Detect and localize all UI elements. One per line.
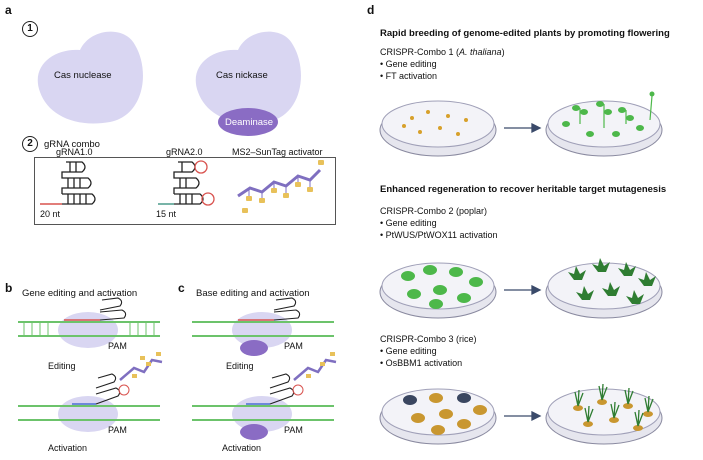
activation-label-c: Activation [222, 443, 262, 453]
combo3-title: CRISPR-Combo 3 (rice) [380, 334, 477, 344]
suntag-activator [237, 160, 324, 213]
combo3-item-2: • OsBBM1 activation [380, 358, 463, 368]
grna-combo-box [34, 157, 336, 225]
heading-rapid-breeding: Rapid breeding of genome-edited plants b… [380, 28, 670, 39]
deaminase-c-act [240, 424, 268, 440]
dish-3-before [379, 388, 497, 445]
grna1-structure [40, 161, 96, 205]
panel-label-c: c [178, 281, 185, 295]
combo2-title: CRISPR-Combo 2 (poplar) [380, 206, 488, 216]
panel-label-b: b [5, 281, 13, 295]
editing-diagram-b [18, 297, 160, 348]
activation-diagram-b [18, 352, 163, 432]
dish-1-after [545, 91, 663, 157]
activator-label: MS2–SunTag activator [232, 147, 323, 157]
dish-2-after [545, 258, 663, 319]
nt15-label: 15 nt [156, 209, 177, 219]
dish-1-before [379, 100, 497, 157]
combo2-item-2: • PtWUS/PtWOX11 activation [380, 230, 498, 240]
deaminase-label: Deaminase [225, 117, 274, 128]
grna-combo-label: gRNA combo [44, 139, 100, 150]
cas-nuclease-label: Cas nuclease [54, 70, 112, 81]
nt20-label: 20 nt [40, 209, 61, 219]
arrow-2 [504, 284, 542, 296]
heading-enhanced-regeneration: Enhanced regeneration to recover heritab… [380, 184, 667, 195]
grna2-structure [158, 160, 215, 206]
arrow-3 [504, 410, 542, 422]
dish-3-after [545, 383, 663, 445]
editing-label-c: Editing [226, 361, 254, 371]
activation-label-b: Activation [48, 443, 88, 453]
deaminase-c-edit [240, 340, 268, 356]
combo1-title: CRISPR-Combo 1 (A. thaliana) [380, 47, 505, 57]
step-2-badge: 2 [22, 136, 38, 152]
combo3-item-1: • Gene editing [380, 346, 437, 356]
step-1-badge: 1 [22, 21, 38, 37]
panel-c-title: Base editing and activation [196, 288, 310, 299]
combo2-item-1: • Gene editing [380, 218, 437, 228]
dish-2-before [379, 262, 497, 319]
cas-nickase-label: Cas nickase [216, 70, 268, 81]
activation-diagram-c [192, 352, 337, 440]
grna1-label: gRNA1.0 [56, 147, 93, 157]
cas-nuclease-shape [37, 31, 143, 124]
deaminase-shape [218, 108, 278, 136]
combo1-item-1: • Gene editing [380, 59, 437, 69]
pam-label-c-edit: PAM [284, 341, 303, 351]
grna2-label: gRNA2.0 [166, 147, 203, 157]
panel-b-title: Gene editing and activation [22, 288, 138, 299]
pam-label-b-act: PAM [108, 425, 127, 435]
editing-label-b: Editing [48, 361, 76, 371]
pam-label-c-act: PAM [284, 425, 303, 435]
arrow-1 [504, 122, 542, 134]
cas-nickase-shape [195, 31, 301, 124]
combo1-item-2: • FT activation [380, 71, 438, 81]
panel-label-a: a [5, 3, 12, 17]
panel-label-d: d [367, 3, 375, 17]
editing-diagram-c [192, 297, 334, 356]
pam-label-b-edit: PAM [108, 341, 127, 351]
